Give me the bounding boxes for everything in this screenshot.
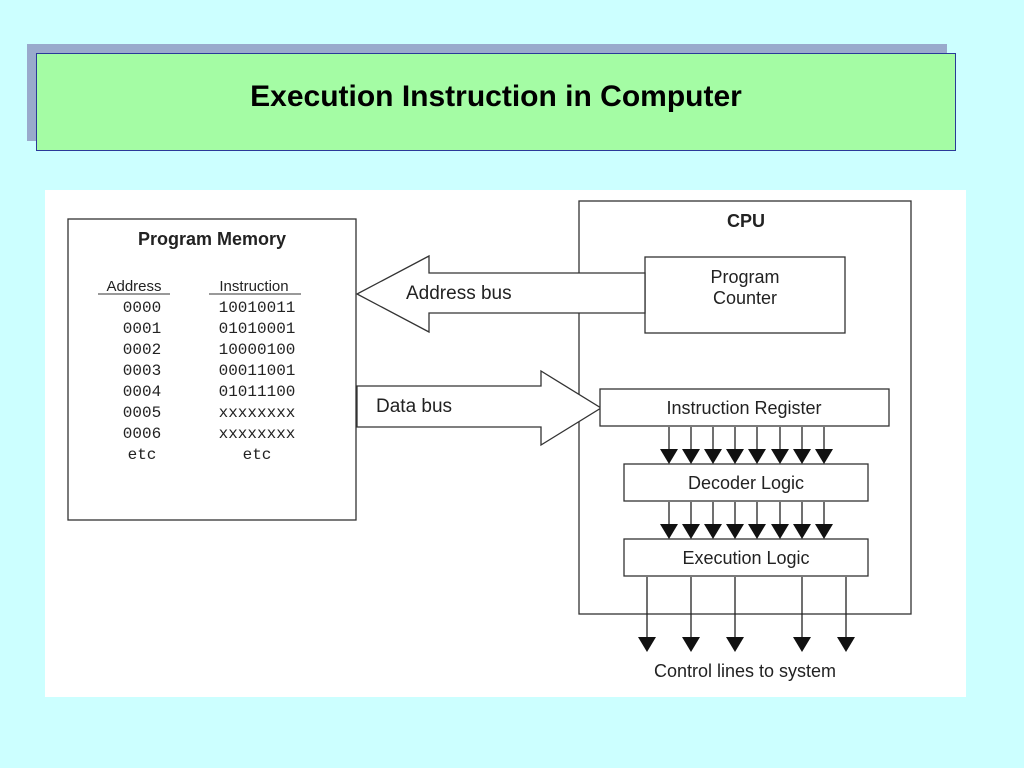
- data-bus-arrow: [356, 369, 603, 447]
- ir-to-decoder-arrow: [815, 427, 833, 464]
- program-memory-box: [67, 218, 357, 521]
- ir-to-decoder-arrow: [704, 427, 722, 464]
- cpu-execution-diagram: Program Memory Address Instruction 0000 1…: [67, 200, 912, 681]
- memory-address-cell: etc: [128, 446, 157, 464]
- control-line-arrow: [837, 577, 855, 652]
- memory-rows: 0000 10010011 0001 01010001 0002 10000100 0003…: [123, 299, 296, 464]
- slide-title: Execution Instruction in Computer: [250, 80, 742, 113]
- memory-instruction-cell: 01010001: [219, 320, 296, 338]
- ir-to-decoder-arrow: [726, 427, 744, 464]
- memory-instruction-cell: xxxxxxxx: [219, 425, 296, 443]
- instruction-column-header: Instruction: [219, 278, 288, 295]
- ir-to-decoder-arrow: [748, 427, 766, 464]
- memory-address-cell: 0006: [123, 425, 161, 443]
- cpu-heading: CPU: [727, 211, 765, 231]
- memory-address-cell: 0004: [123, 383, 161, 401]
- memory-address-cell: 0002: [123, 341, 161, 359]
- execution-logic-label: Execution Logic: [682, 548, 809, 568]
- memory-instruction-cell: 10010011: [219, 299, 296, 317]
- decoder-to-execution-arrow: [660, 502, 678, 539]
- memory-instruction-cell: 01011100: [219, 383, 296, 401]
- memory-address-cell: 0000: [123, 299, 161, 317]
- decoder-logic-box: [623, 463, 869, 502]
- memory-instruction-cell: 00011001: [219, 362, 296, 380]
- memory-address-cell: 0005: [123, 404, 161, 422]
- data-bus-label: Data bus: [376, 396, 452, 417]
- decoder-to-execution-arrow: [726, 502, 744, 539]
- memory-address-cell: 0003: [123, 362, 161, 380]
- ir-to-decoder-arrow: [660, 427, 678, 464]
- decoder-to-execution-arrow: [771, 502, 789, 539]
- ir-to-decoder-arrow: [793, 427, 811, 464]
- memory-address-cell: 0001: [123, 320, 161, 338]
- control-line-arrow: [682, 577, 700, 652]
- program-counter-box: [644, 256, 846, 334]
- decoder-logic-label: Decoder Logic: [688, 473, 804, 493]
- control-lines-label: Control lines to system: [654, 661, 836, 681]
- decoder-to-execution-arrow: [682, 502, 700, 539]
- address-column-header: Address: [106, 278, 161, 295]
- instruction-register-box: [599, 388, 890, 427]
- program-counter-label-line2: Counter: [713, 288, 777, 308]
- memory-instruction-cell: xxxxxxxx: [219, 404, 296, 422]
- address-bus-arrow: [355, 254, 646, 334]
- execution-logic-box: [623, 538, 869, 577]
- decoder-to-execution-arrow: [704, 502, 722, 539]
- decoder-to-execution-arrow: [815, 502, 833, 539]
- memory-instruction-cell: 10000100: [219, 341, 296, 359]
- diagram-panel: Program Memory Address Instruction 0000 1…: [45, 190, 966, 697]
- bus-arrow-group: [638, 427, 855, 652]
- address-bus-label: Address bus: [406, 283, 512, 304]
- memory-instruction-cell: etc: [243, 446, 272, 464]
- control-line-arrow: [793, 577, 811, 652]
- title-banner: Execution Instruction in Computer: [36, 53, 956, 151]
- ir-to-decoder-arrow: [682, 427, 700, 464]
- control-line-arrow: [726, 577, 744, 652]
- program-memory-heading: Program Memory: [138, 229, 286, 249]
- decoder-to-execution-arrow: [793, 502, 811, 539]
- program-counter-label-line1: Program: [710, 267, 779, 287]
- instruction-register-label: Instruction Register: [666, 398, 821, 418]
- control-line-arrow: [638, 577, 656, 652]
- decoder-to-execution-arrow: [748, 502, 766, 539]
- ir-to-decoder-arrow: [771, 427, 789, 464]
